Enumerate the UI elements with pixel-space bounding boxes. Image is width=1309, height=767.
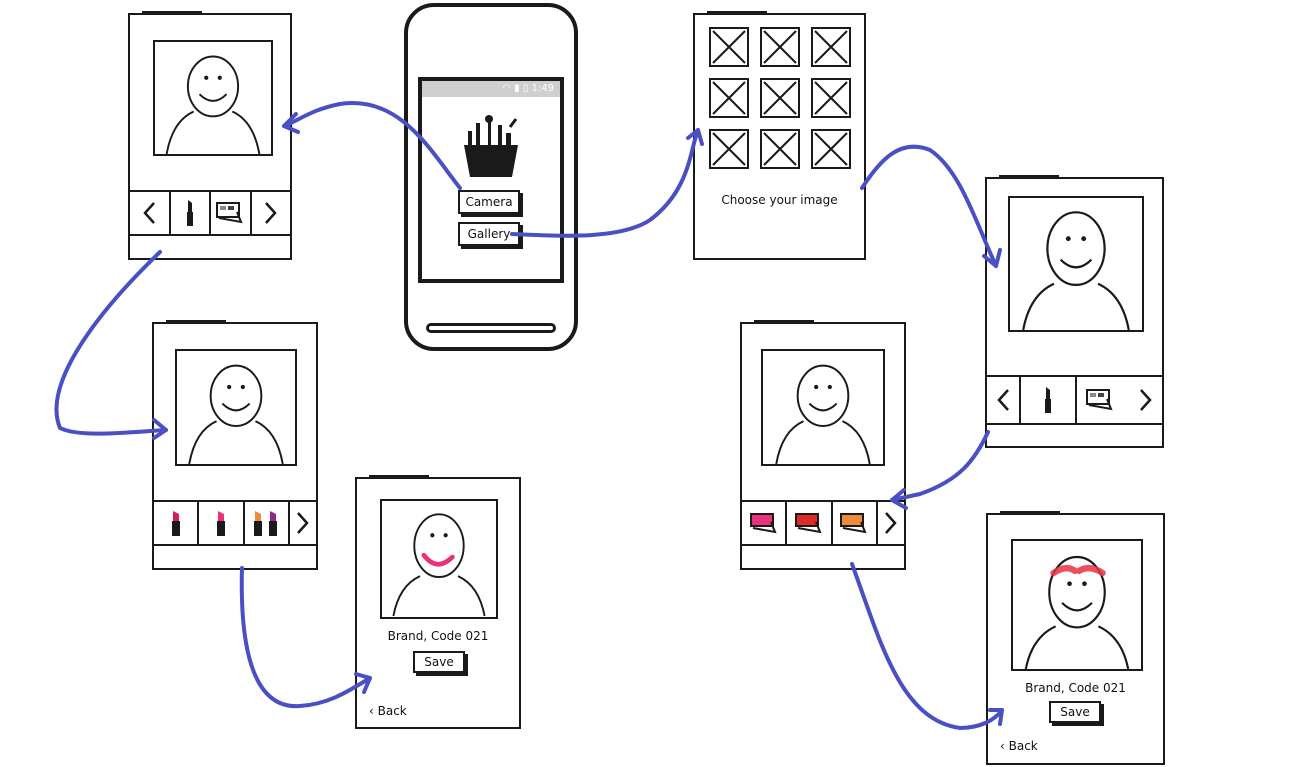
chevron-right-icon[interactable] [1139,388,1153,412]
image-placeholder-icon[interactable] [811,27,851,67]
face-sketch-icon [165,55,261,154]
face-photo [761,349,885,466]
category-eyeshadow[interactable] [1077,377,1163,423]
screen-camera-capture [128,11,292,260]
eyeshadow-palette-icon [794,513,822,534]
wifi-icon: ◠ [502,83,515,94]
save-button[interactable]: Save [413,651,465,673]
next-button[interactable] [252,192,291,234]
signal-icon: ▮ [514,83,523,94]
image-placeholder-icon[interactable] [709,27,749,67]
camera-button[interactable]: Camera [458,190,520,214]
face-photo [175,349,297,466]
face-sketch-icon [1024,555,1130,669]
eyeshadow-palette-icon [216,202,243,224]
chevron-right-icon [264,202,277,224]
face-sketch-icon [188,364,284,464]
lipstick-icon [216,511,225,536]
gallery-caption: Choose your image [721,193,838,207]
face-sketch-icon [392,513,486,617]
image-placeholder-icon[interactable] [760,129,800,169]
gallery-button[interactable]: Gallery [458,222,520,246]
screen-result-lipstick: Brand, Code 021 Save ‹ Back [355,475,521,729]
chevron-left-icon: ‹ [369,704,378,718]
category-lipstick[interactable] [171,192,211,234]
shade-option-2[interactable] [787,502,833,544]
battery-icon: ▯ [522,83,532,94]
next-button[interactable] [878,502,904,544]
chevron-left-icon: ‹ [1000,739,1009,753]
eyeshadow-palette-icon [749,513,777,534]
prev-button[interactable] [130,192,171,234]
face-photo-with-eyeshadow [1011,539,1143,671]
shade-option-3[interactable] [245,502,290,544]
image-placeholder-icon[interactable] [709,78,749,118]
face-photo-with-lipstick [380,499,498,619]
makeup-category-toolbar [130,190,290,236]
eyeshadow-palette-icon [1086,389,1113,411]
shade-option-1[interactable] [742,502,788,544]
screen-gallery-photo [985,175,1164,448]
arrow-capture-to-lipstick [54,250,168,436]
lipstick-pair-icon [254,511,278,536]
arrow-eyeshadow-to-result [850,562,1004,730]
next-button[interactable] [290,502,316,544]
screen-eyeshadow-shades [740,320,906,570]
face-sketch-icon [1022,211,1130,330]
save-button[interactable]: Save [1049,701,1101,723]
lipstick-icon [171,511,180,536]
image-grid [709,27,855,173]
chevron-left-icon [997,389,1009,411]
image-placeholder-icon[interactable] [811,129,851,169]
chevron-left-icon [143,202,156,224]
image-placeholder-icon[interactable] [811,78,851,118]
eyeshadow-shade-toolbar [742,500,904,546]
lipstick-shade-toolbar [154,500,316,546]
makeup-category-toolbar [987,375,1162,425]
screen-lipstick-shades [152,320,318,570]
prev-button[interactable] [987,377,1022,423]
makeup-bag-icon [464,115,518,177]
image-placeholder-icon[interactable] [760,78,800,118]
face-photo [1008,196,1144,332]
home-bar[interactable] [426,323,556,333]
status-bar: ◠ ▮ ▯ 1:49 [422,81,560,97]
lipstick-icon [186,200,193,226]
shade-option-2[interactable] [199,502,245,544]
back-link[interactable]: ‹ Back [1000,739,1038,753]
arrow-photo-to-eyeshadow [890,430,990,502]
arrow-grid-to-photo [860,144,998,268]
arrow-lipstick-to-result [239,566,372,709]
status-time: 1:49 [531,83,554,94]
face-sketch-icon [775,364,871,464]
product-caption: Brand, Code 021 [1025,681,1126,695]
back-label: Back [1008,739,1038,753]
shade-option-3[interactable] [833,502,878,544]
chevron-right-icon [297,512,309,534]
screen-result-eyeshadow: Brand, Code 021 Save ‹ Back [986,511,1165,765]
image-placeholder-icon[interactable] [709,129,749,169]
face-photo [153,40,273,156]
image-placeholder-icon[interactable] [760,27,800,67]
eyeshadow-palette-icon [840,513,867,534]
lipstick-icon [1044,387,1051,413]
back-link[interactable]: ‹ Back [369,704,407,718]
category-lipstick[interactable] [1021,377,1077,423]
screen-gallery: Choose your image [693,11,866,260]
category-eyeshadow[interactable] [211,192,252,234]
shade-option-1[interactable] [154,502,200,544]
back-label: Back [377,704,407,718]
phone-screen: ◠ ▮ ▯ 1:49 [418,77,564,283]
product-caption: Brand, Code 021 [387,629,489,643]
chevron-right-icon [885,512,897,534]
phone-device: ◠ ▮ ▯ 1:49 Camera Gallery [404,3,578,351]
